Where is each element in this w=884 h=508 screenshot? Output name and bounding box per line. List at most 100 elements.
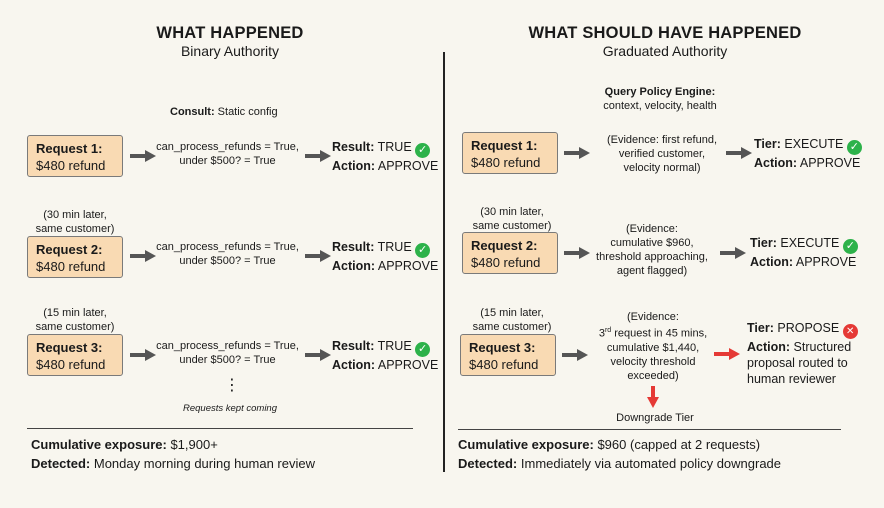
right-request-1-box: Request 1: $480 refund xyxy=(462,132,558,174)
request-title: Request 1: xyxy=(471,138,538,153)
check-icon: ✓ xyxy=(415,143,431,158)
right-request-1-tier: Tier: EXECUTE ✓ Action: APPROVE xyxy=(754,136,862,171)
left-request-1-check: can_process_refunds = True, under $500? … xyxy=(150,140,305,168)
right-request-3-note: (15 min later, same customer) xyxy=(452,306,572,334)
tier-value: EXECUTE xyxy=(784,137,844,151)
note-line-2: same customer) xyxy=(472,220,552,232)
action-value: APPROVE xyxy=(799,156,861,170)
request-title: Request 1: xyxy=(36,141,103,156)
action-label: Action: xyxy=(754,156,798,170)
arrow-right-icon xyxy=(564,147,590,159)
right-request-2-tier: Tier: EXECUTE ✓ Action: APPROVE xyxy=(750,235,858,270)
request-amount: $480 refund xyxy=(36,357,106,372)
right-request-2-evidence: (Evidence: cumulative $960, threshold ap… xyxy=(584,222,720,278)
panel-divider xyxy=(443,52,445,472)
result-label: Result: xyxy=(332,240,375,254)
check-line-2: under $500? = True xyxy=(179,354,276,366)
exposure-label: Cumulative exposure: xyxy=(31,437,167,452)
evidence-line: (Evidence: first refund, xyxy=(606,134,718,146)
evidence-line: exceeded) xyxy=(627,369,679,382)
evidence-line: verified customer, xyxy=(618,148,706,160)
requests-kept-coming: Requests kept coming xyxy=(183,403,277,414)
tier-value: PROPOSE xyxy=(777,321,840,335)
right-subtitle: Graduated Authority xyxy=(602,43,728,59)
request-title: Request 2: xyxy=(471,238,538,253)
note-line-2: same customer) xyxy=(472,321,552,333)
action-value: APPROVE xyxy=(377,159,439,173)
evidence-line: threshold approaching, xyxy=(596,251,708,263)
arrow-right-icon xyxy=(305,150,331,162)
action-value-line-2: proposal routed to xyxy=(747,356,848,370)
left-summary: Cumulative exposure: $1,900+ Detected: M… xyxy=(31,435,315,473)
detected-label: Detected: xyxy=(31,456,91,471)
query-value: context, velocity, health xyxy=(603,100,717,112)
arrow-right-icon xyxy=(720,247,746,259)
arrow-right-icon xyxy=(305,250,331,262)
check-line-1: can_process_refunds = True, xyxy=(156,340,299,352)
left-request-1-box: Request 1: $480 refund xyxy=(27,135,123,177)
evidence-line: (Evidence: xyxy=(627,311,679,323)
consult-label: Consult: xyxy=(170,106,215,118)
right-summary: Cumulative exposure: $960 (capped at 2 r… xyxy=(458,435,781,473)
action-label: Action: xyxy=(747,340,791,354)
action-label: Action: xyxy=(332,259,376,273)
result-value: TRUE xyxy=(377,240,412,254)
evidence-line: agent flagged) xyxy=(616,265,688,277)
note-line-1: (15 min later, xyxy=(480,307,544,319)
action-value: APPROVE xyxy=(377,259,439,273)
left-divider-line xyxy=(27,428,413,429)
note-line-1: (30 min later, xyxy=(43,209,107,221)
left-request-3-check: can_process_refunds = True, under $500? … xyxy=(150,339,305,367)
request-amount: $480 refund xyxy=(36,158,106,173)
note-line-2: same customer) xyxy=(35,223,115,235)
evidence-rest: request in 45 mins, xyxy=(611,327,708,340)
action-value: APPROVE xyxy=(795,255,857,269)
cross-icon: ✕ xyxy=(842,324,858,339)
detected-value: Monday morning during human review xyxy=(93,456,315,471)
check-icon: ✓ xyxy=(415,342,431,357)
arrow-right-red-icon xyxy=(714,348,740,360)
evidence-line: velocity threshold xyxy=(610,355,696,368)
result-value: TRUE xyxy=(377,339,412,353)
check-line-1: can_process_refunds = True, xyxy=(156,141,299,153)
evidence-line: cumulative $1,440, xyxy=(606,341,700,354)
arrow-right-icon xyxy=(726,147,752,159)
tier-label: Tier: xyxy=(750,236,777,250)
check-line-1: can_process_refunds = True, xyxy=(156,241,299,253)
request-amount: $480 refund xyxy=(471,255,541,270)
arrow-right-icon xyxy=(305,349,331,361)
tier-label: Tier: xyxy=(754,137,781,151)
evidence-line: (Evidence: xyxy=(626,223,678,235)
request-amount: $480 refund xyxy=(471,155,541,170)
action-label: Action: xyxy=(750,255,794,269)
right-request-3-box: Request 3: $480 refund xyxy=(460,334,556,376)
note-line-1: (15 min later, xyxy=(43,307,107,319)
action-label: Action: xyxy=(332,358,376,372)
left-request-2-result: Result: TRUE ✓ Action: APPROVE xyxy=(332,239,438,274)
exposure-value: $960 (capped at 2 requests) xyxy=(597,437,761,452)
left-title: WHAT HAPPENED xyxy=(156,24,304,42)
tier-label: Tier: xyxy=(747,321,774,335)
result-value: TRUE xyxy=(377,140,412,154)
right-request-2-note: (30 min later, same customer) xyxy=(452,205,572,233)
right-request-3-tier: Tier: PROPOSE ✕ Action: Structured propo… xyxy=(747,320,858,387)
left-request-1-result: Result: TRUE ✓ Action: APPROVE xyxy=(332,139,438,174)
action-value-line-3: human reviewer xyxy=(747,372,836,386)
note-line-2: same customer) xyxy=(35,321,115,333)
left-request-2-note: (30 min later, same customer) xyxy=(15,208,135,236)
left-request-3-note: (15 min later, same customer) xyxy=(15,306,135,334)
right-title: WHAT SHOULD HAVE HAPPENED xyxy=(528,24,802,42)
check-icon: ✓ xyxy=(842,239,858,254)
note-line-1: (30 min later, xyxy=(480,206,544,218)
action-value: APPROVE xyxy=(377,358,439,372)
consult-line: Consult: Static config xyxy=(170,106,278,118)
check-line-2: under $500? = True xyxy=(179,155,276,167)
query-policy-engine: Query Policy Engine: context, velocity, … xyxy=(575,85,745,113)
request-amount: $480 refund xyxy=(36,259,106,274)
arrow-right-icon xyxy=(562,349,588,361)
check-line-2: under $500? = True xyxy=(179,255,276,267)
evidence-line: cumulative $960, xyxy=(610,237,694,249)
check-icon: ✓ xyxy=(415,243,431,258)
exposure-value: $1,900+ xyxy=(170,437,218,452)
right-request-3-evidence: (Evidence: 3rd request in 45 mins, cumul… xyxy=(588,310,718,383)
